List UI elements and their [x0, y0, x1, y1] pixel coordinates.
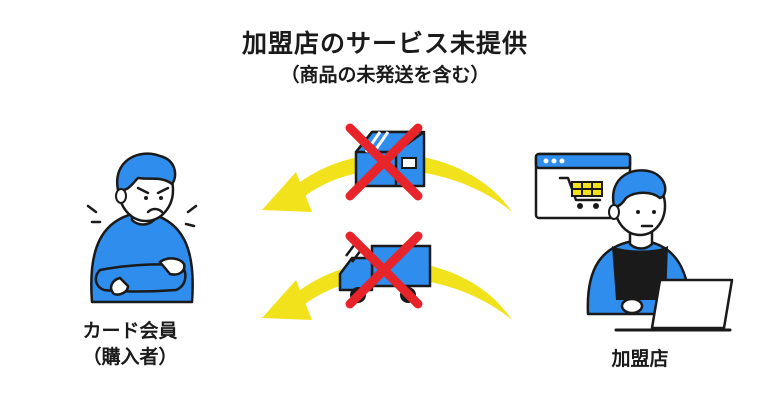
upper-arrow — [262, 153, 512, 212]
card-member-label-line1: カード会員 — [82, 320, 178, 342]
card-member-label-line2: （購入者） — [82, 346, 178, 368]
diagram-title: 加盟店のサービス未提供 — [241, 29, 528, 58]
shopping-cart-icon — [558, 176, 603, 209]
diagram-subtitle: （商品の未発送を含む） — [280, 64, 490, 86]
merchant-label: 加盟店 — [611, 348, 669, 370]
cross-mark-icon — [345, 123, 423, 201]
cross-mark-icon — [345, 231, 423, 309]
card-member-figure — [86, 152, 198, 304]
laptop-icon — [614, 278, 734, 332]
card-member-label: カード会員 （購入者） — [60, 318, 200, 370]
